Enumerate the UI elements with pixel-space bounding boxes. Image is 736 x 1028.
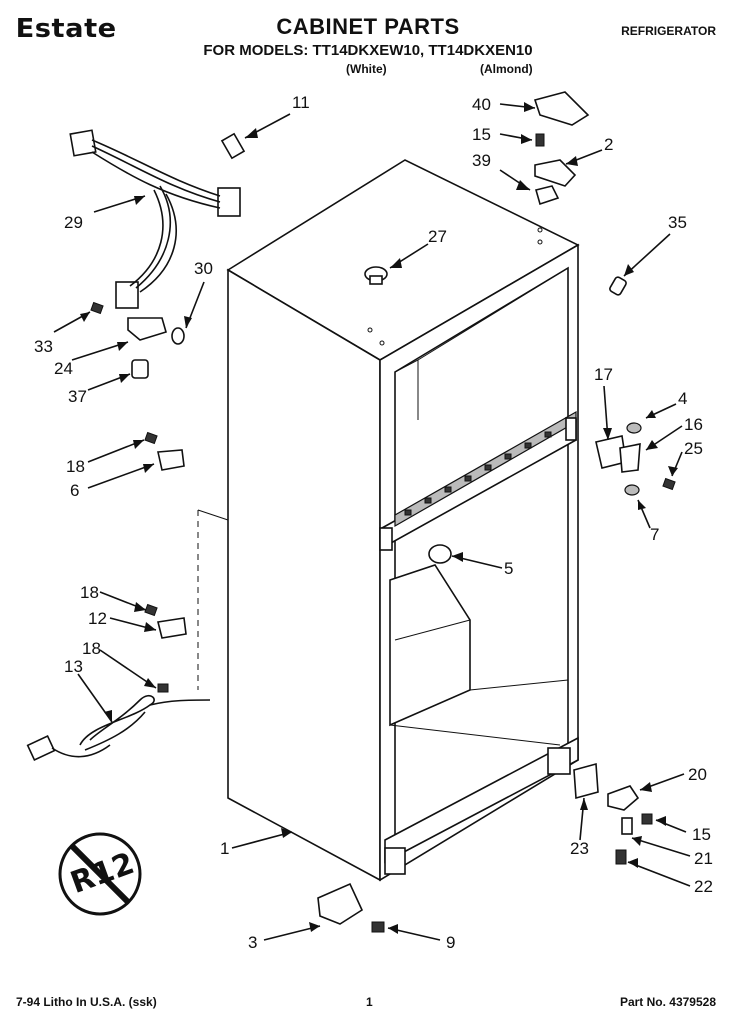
callout-6: 6 bbox=[70, 481, 80, 500]
callout-37: 37 bbox=[68, 387, 87, 406]
model-numbers: FOR MODELS: TT14DKXEW10, TT14DKXEN10 bbox=[203, 42, 533, 59]
callout-18-c: 18 bbox=[82, 639, 101, 658]
callout-1: 1 bbox=[220, 839, 230, 858]
callout-18-a: 18 bbox=[66, 457, 85, 476]
callout-30: 30 bbox=[194, 259, 213, 278]
page-title: CABINET PARTS bbox=[276, 14, 460, 39]
callout-24: 24 bbox=[54, 359, 73, 378]
brand-logo: Estate bbox=[15, 14, 117, 44]
knob-5 bbox=[428, 544, 452, 564]
clip-12 bbox=[144, 603, 187, 693]
callout-15-top: 15 bbox=[472, 125, 491, 144]
callout-23: 23 bbox=[570, 839, 589, 858]
callout-4: 4 bbox=[678, 389, 688, 408]
callout-27: 27 bbox=[428, 227, 447, 246]
bottom-hinge-group bbox=[573, 762, 653, 865]
callout-3: 3 bbox=[248, 933, 258, 952]
cabinet-body bbox=[197, 159, 580, 882]
r12-badge bbox=[58, 832, 142, 916]
valve-group bbox=[90, 301, 185, 379]
wire-harness bbox=[69, 129, 241, 309]
part-35 bbox=[609, 276, 627, 296]
callout-18-b: 18 bbox=[80, 583, 99, 602]
page-number: 1 bbox=[366, 995, 373, 1009]
power-cord bbox=[26, 695, 211, 761]
callout-13: 13 bbox=[64, 657, 83, 676]
clip-6 bbox=[144, 431, 185, 471]
callout-39: 39 bbox=[472, 151, 491, 170]
screw-11 bbox=[220, 132, 246, 160]
callout-9: 9 bbox=[446, 933, 456, 952]
callout-35: 35 bbox=[668, 213, 687, 232]
callout-11: 11 bbox=[292, 93, 310, 112]
print-info: 7-94 Litho In U.S.A. (ssk) bbox=[16, 995, 157, 1009]
callout-17: 17 bbox=[594, 365, 613, 384]
callout-25: 25 bbox=[684, 439, 703, 458]
callout-5: 5 bbox=[504, 559, 514, 578]
callout-2: 2 bbox=[604, 135, 614, 154]
center-hinge-group bbox=[595, 422, 676, 496]
callout-16: 16 bbox=[684, 415, 703, 434]
plug-27 bbox=[364, 266, 388, 285]
arrowheads bbox=[80, 102, 678, 934]
leveling-group bbox=[317, 882, 385, 933]
callout-20: 20 bbox=[688, 765, 707, 784]
callout-15-bottom: 15 bbox=[692, 825, 711, 844]
callout-33: 33 bbox=[34, 337, 53, 356]
callout-40: 40 bbox=[472, 95, 491, 114]
callout-12: 12 bbox=[88, 609, 107, 628]
variant-white: (White) bbox=[346, 62, 387, 76]
top-hinge-group bbox=[533, 91, 590, 206]
category-label: REFRIGERATOR bbox=[621, 24, 716, 38]
callout-21: 21 bbox=[694, 849, 713, 868]
variant-almond: (Almond) bbox=[480, 62, 533, 76]
callout-29: 29 bbox=[64, 213, 83, 232]
part-number: Part No. 4379528 bbox=[619, 995, 716, 1009]
callout-7: 7 bbox=[650, 525, 660, 544]
callout-22: 22 bbox=[694, 877, 713, 896]
